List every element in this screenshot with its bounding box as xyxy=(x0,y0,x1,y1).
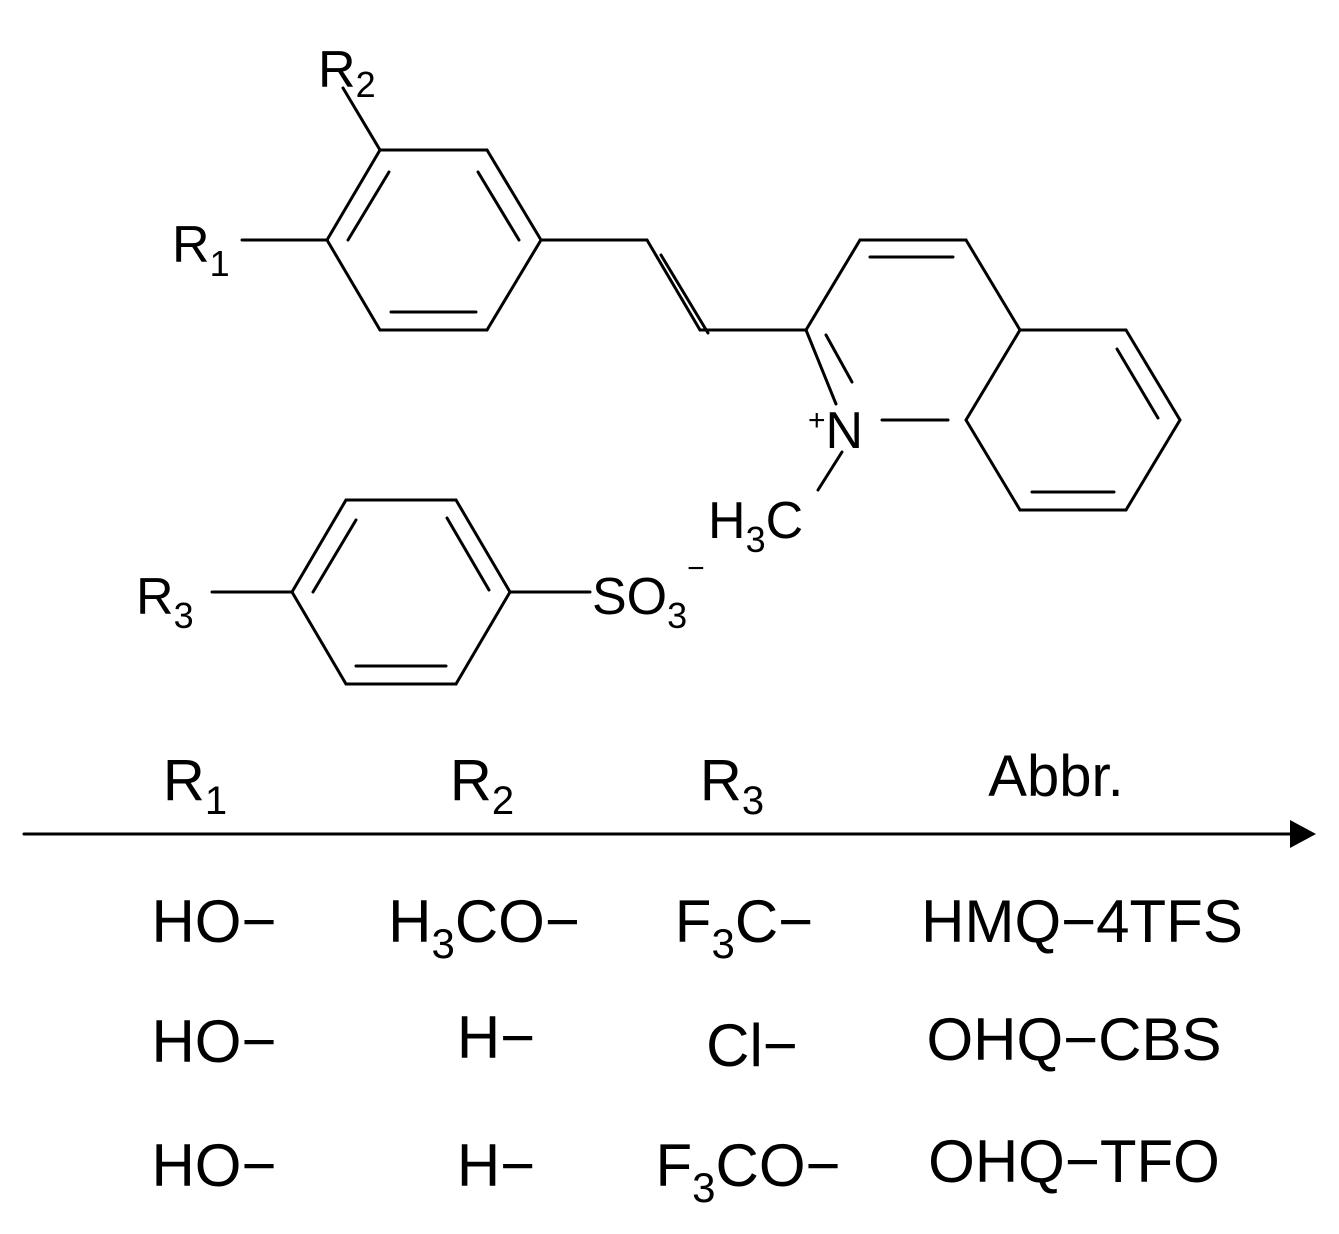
header-r3: R3 xyxy=(700,748,764,823)
table-row: HO− H− F3CO− OHQ−TFO xyxy=(151,1128,1219,1211)
methyl-label: H3C xyxy=(708,492,803,560)
table-row: HO− H3CO− F3C− HMQ−4TFS xyxy=(151,888,1242,967)
table-header: R1 R2 R3 Abbr. xyxy=(163,744,1124,823)
row-2-r1: HO− xyxy=(151,1008,276,1075)
sulfonate-label: SO3− xyxy=(592,552,705,636)
row-2-abbr: OHQ−CBS xyxy=(926,1006,1221,1073)
n-methyl-bond xyxy=(816,450,844,492)
r2-label: R2 xyxy=(318,41,376,105)
row-1-abbr: HMQ−4TFS xyxy=(921,888,1243,955)
row-3-r2: H− xyxy=(457,1132,535,1199)
row-2-r2: H− xyxy=(457,1004,535,1071)
divider-arrowhead xyxy=(1290,820,1316,848)
row-1-r3: F3C− xyxy=(675,888,813,967)
vinylene-bridge xyxy=(539,238,808,335)
r3-label: R3 xyxy=(136,568,194,636)
r2-bond xyxy=(341,86,382,152)
phenyl-ring xyxy=(325,148,543,332)
row-1-r2: H3CO− xyxy=(388,888,580,967)
n-plus-label: +N xyxy=(808,402,863,460)
header-r1: R1 xyxy=(163,748,227,823)
table-row: HO− H− Cl− OHQ−CBS xyxy=(151,1004,1221,1079)
header-r2: R2 xyxy=(450,748,514,823)
pyridinium-ring xyxy=(804,238,1022,422)
row-1-r1: HO− xyxy=(151,888,276,955)
row-3-r3: F3CO− xyxy=(655,1132,840,1211)
header-abbr: Abbr. xyxy=(988,744,1123,809)
r1-label: R1 xyxy=(172,216,230,284)
row-3-r1: HO− xyxy=(151,1132,276,1199)
sulfonate-benzene-ring xyxy=(290,498,512,686)
row-2-r3: Cl− xyxy=(706,1012,798,1079)
benzo-ring xyxy=(964,328,1182,512)
row-3-abbr: OHQ−TFO xyxy=(928,1128,1220,1195)
